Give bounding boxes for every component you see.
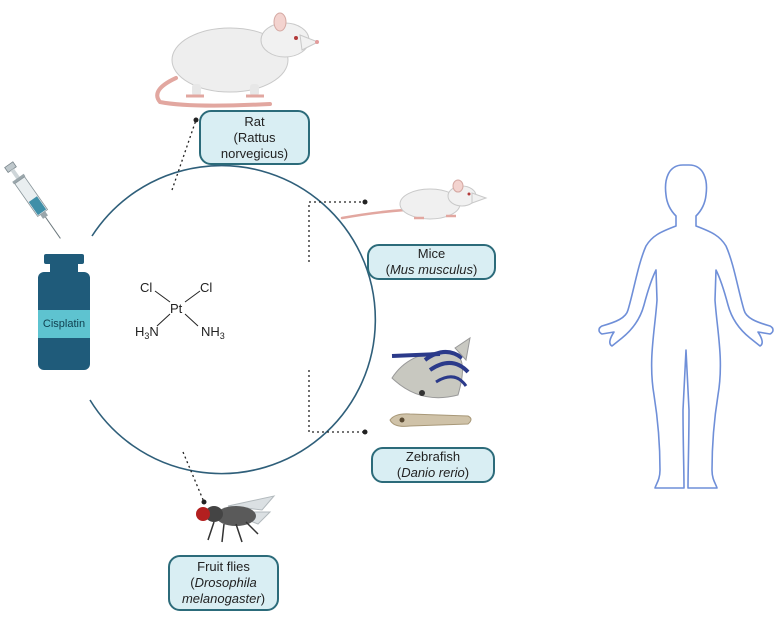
syringe-icon — [4, 161, 61, 239]
zebrafish-label-box: Zebrafish (Danio rerio) — [371, 447, 495, 483]
human-silhouette-icon — [598, 164, 774, 489]
connector-rat — [171, 119, 197, 191]
connectors — [171, 119, 365, 503]
ligand-h3n: H3N — [135, 324, 159, 341]
rat-scientific-line2: norvegicus) — [220, 145, 289, 161]
fruit-flies-common-name: Fruit flies — [197, 559, 250, 574]
connector-dots — [193, 117, 368, 505]
vial-icon — [38, 254, 90, 370]
mice-label-box: Mice (Mus musculus) — [367, 244, 496, 280]
connector-zebrafish — [308, 370, 365, 433]
cisplatin-molecule: Cl Cl Pt H3N NH3 — [135, 280, 225, 341]
mice-common-name: Mice — [417, 246, 446, 261]
rat-common-name: Rat — [244, 113, 265, 129]
vial-label: Cisplatin — [38, 313, 90, 335]
central-circle — [89, 164, 377, 475]
connector-fly — [182, 451, 205, 503]
mice-scientific-name: (Mus musculus) — [385, 262, 478, 277]
fruit-flies-scientific-line2: melanogaster) — [181, 591, 266, 606]
mouse-icon — [340, 179, 488, 220]
rat-icon — [155, 12, 320, 108]
connector-mice — [308, 201, 365, 262]
fruit-flies-scientific-line1: (Drosophila — [190, 575, 257, 590]
ligand-cl-right: Cl — [200, 280, 212, 295]
zebrafish-scientific-name: (Danio rerio) — [396, 465, 470, 480]
ligand-cl-left: Cl — [140, 280, 152, 295]
zebrafish-icon — [391, 336, 471, 399]
center-atom-pt: Pt — [170, 301, 183, 316]
ligand-nh3: NH3 — [201, 324, 225, 341]
rat-scientific-line1: (Rattus — [233, 129, 276, 145]
zebrafish-larva-icon — [389, 413, 472, 427]
fruit-fly-icon — [196, 495, 276, 543]
rat-label-box: Rat (Rattus norvegicus) — [199, 110, 310, 165]
zebrafish-common-name: Zebrafish — [405, 449, 461, 464]
fruit-flies-label-box: Fruit flies (Drosophila melanogaster) — [168, 555, 279, 611]
